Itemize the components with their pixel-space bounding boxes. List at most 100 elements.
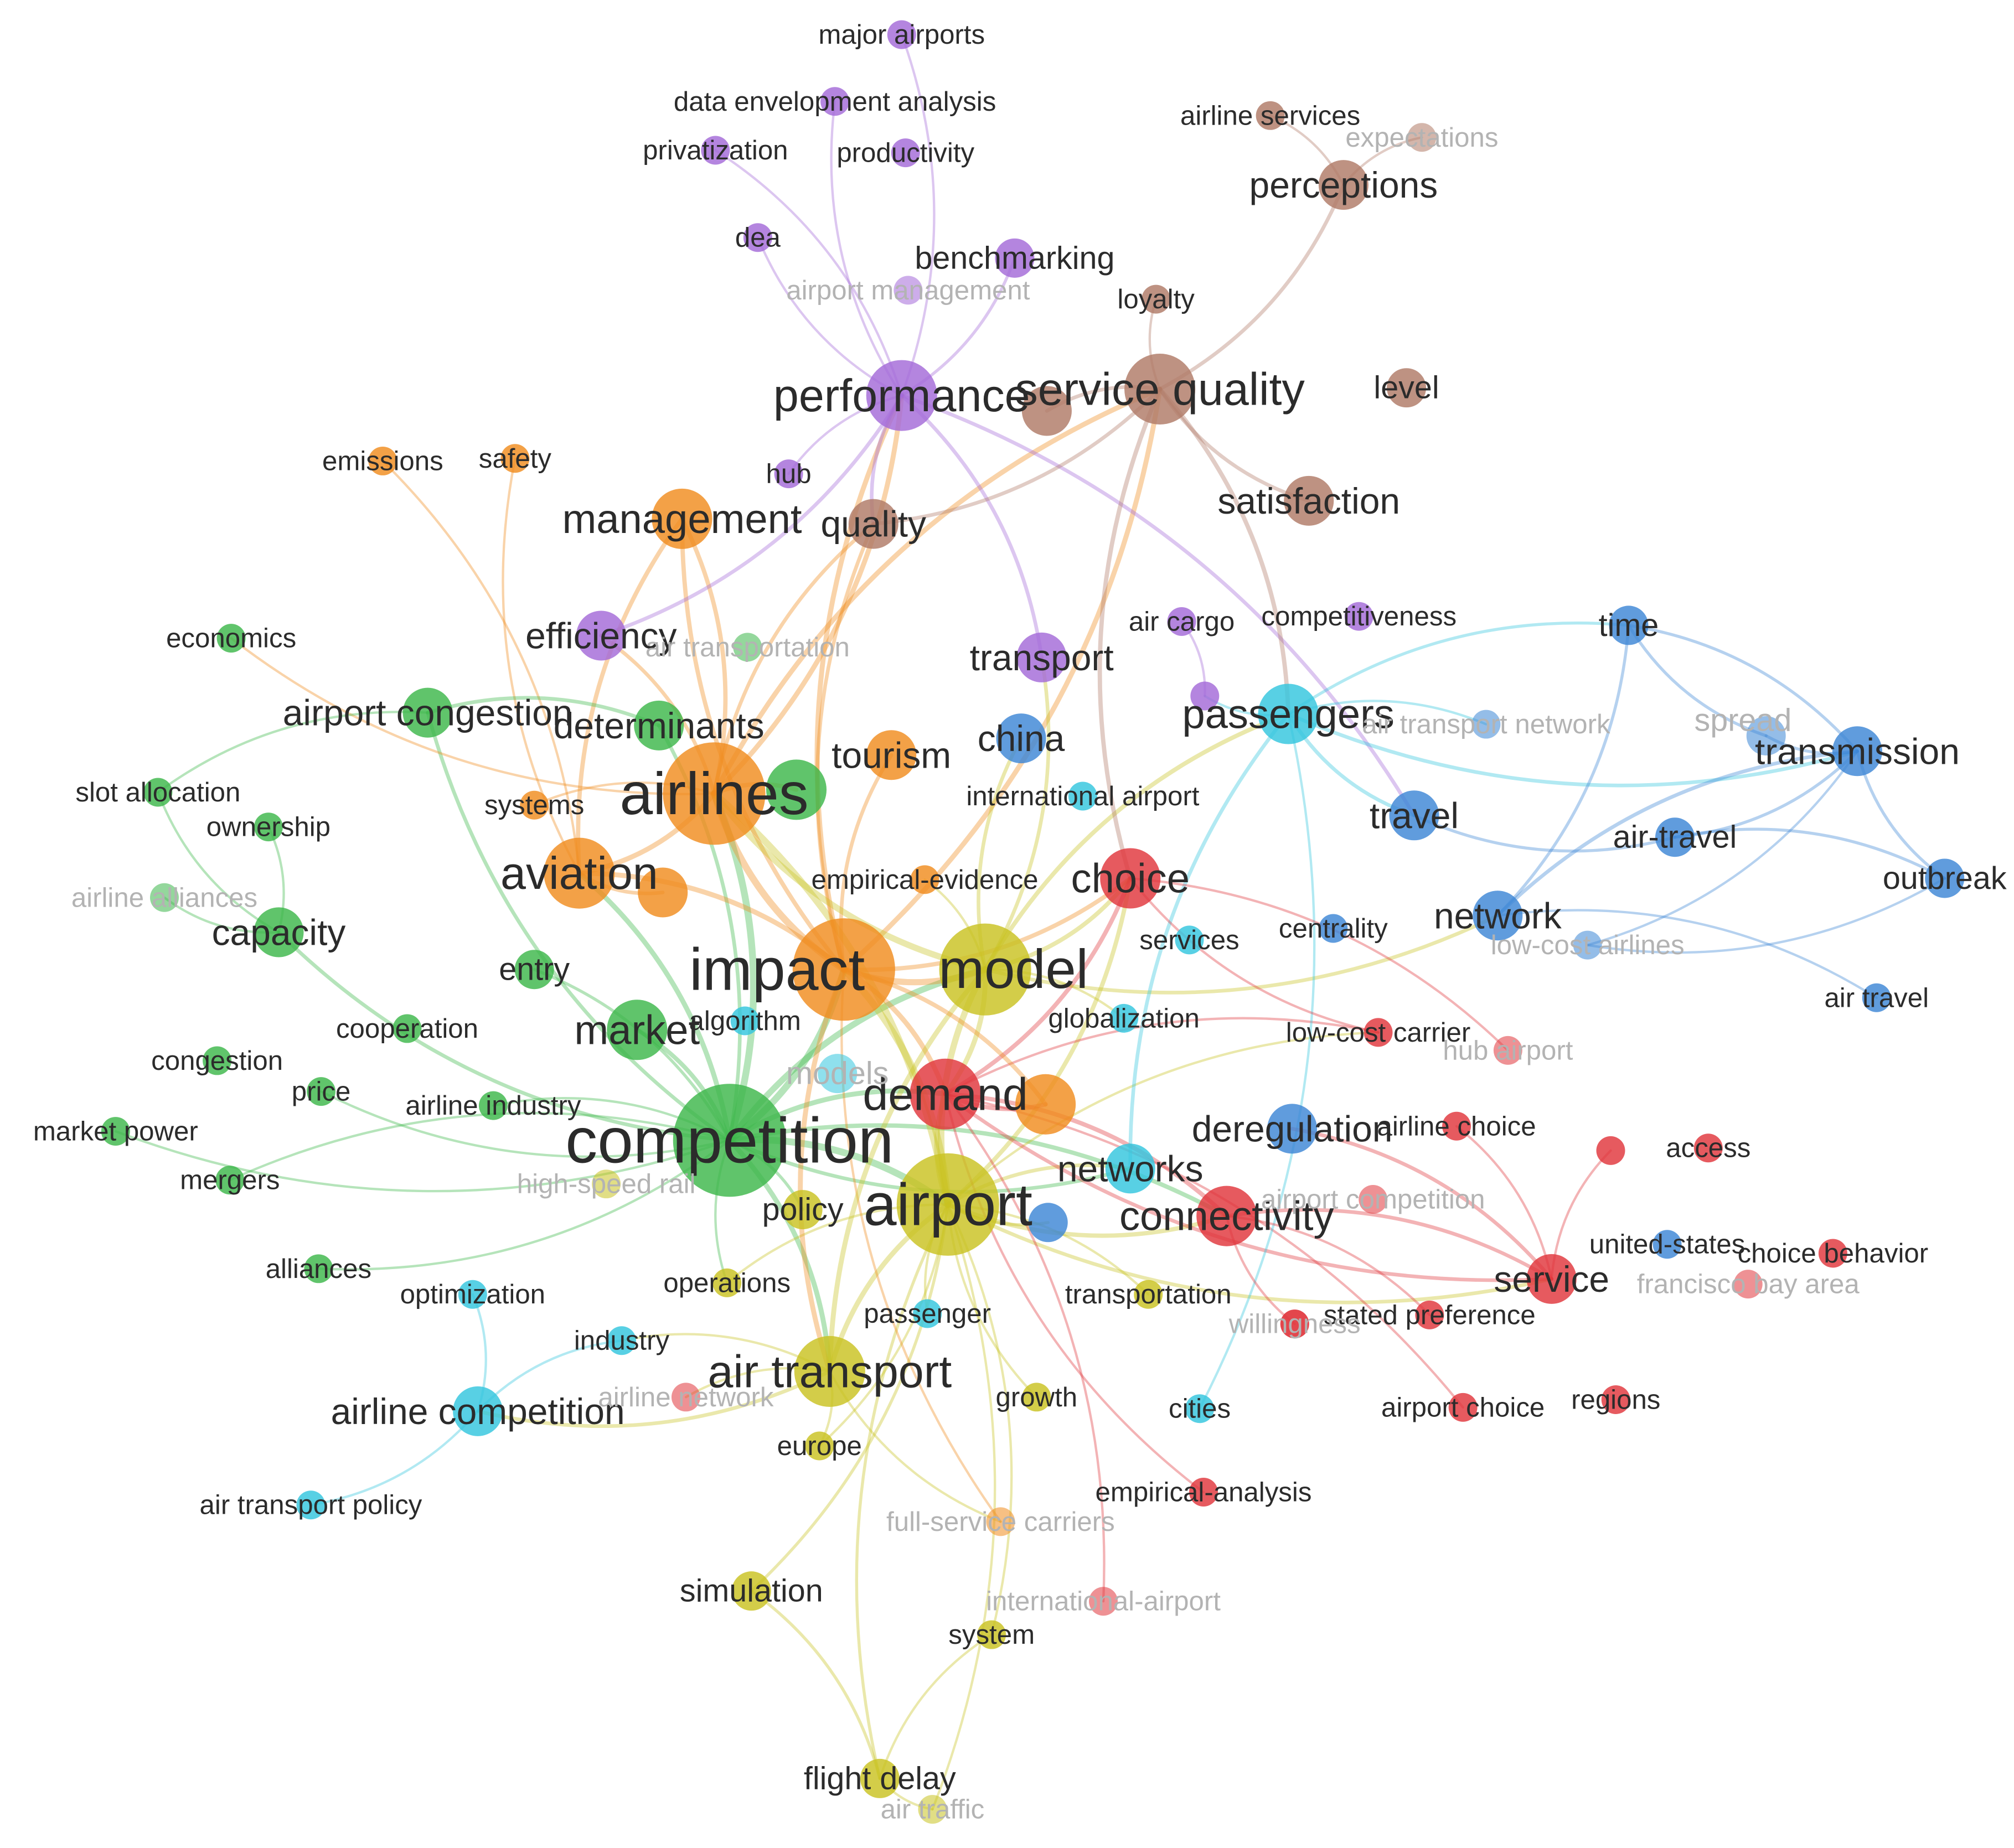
node-time[interactable] bbox=[1609, 605, 1649, 645]
node-international-airport[interactable] bbox=[1068, 781, 1097, 811]
node-management[interactable] bbox=[652, 488, 712, 549]
node-transport[interactable] bbox=[1016, 632, 1067, 682]
node-satisfaction[interactable] bbox=[1284, 475, 1334, 526]
node-productivity[interactable] bbox=[891, 138, 920, 168]
node-passengers[interactable] bbox=[1258, 684, 1319, 744]
node-determinants[interactable] bbox=[634, 700, 684, 750]
node-economics[interactable] bbox=[216, 624, 246, 653]
node-air-transport-policy[interactable] bbox=[296, 1490, 326, 1520]
node-level[interactable] bbox=[1387, 368, 1427, 408]
node-u-cargo[interactable] bbox=[1190, 681, 1220, 711]
node-airline-alliances[interactable] bbox=[149, 883, 179, 912]
node-empirical-evidence[interactable] bbox=[910, 865, 939, 894]
node-low-cost-airlines[interactable] bbox=[1573, 930, 1602, 960]
node-data-envelopment-analysis[interactable] bbox=[820, 87, 850, 116]
node-air-transport-network[interactable] bbox=[1471, 710, 1501, 739]
node-travel[interactable] bbox=[1389, 790, 1439, 841]
node-connectivity[interactable] bbox=[1196, 1186, 1257, 1246]
node-services[interactable] bbox=[1175, 925, 1204, 955]
node-transmission[interactable] bbox=[1832, 726, 1882, 777]
node-efficiency[interactable] bbox=[576, 610, 626, 661]
node-model[interactable] bbox=[939, 923, 1031, 1016]
node-centrality[interactable] bbox=[1319, 914, 1348, 943]
node-simulation[interactable] bbox=[731, 1571, 771, 1611]
node-flight-delay[interactable] bbox=[860, 1758, 900, 1798]
node-europe[interactable] bbox=[805, 1431, 834, 1461]
node-air-cargo[interactable] bbox=[1167, 607, 1196, 636]
node-optimization[interactable] bbox=[458, 1280, 487, 1309]
node-performance[interactable] bbox=[866, 360, 937, 431]
node-full-service-carriers[interactable] bbox=[986, 1507, 1015, 1536]
node-systems[interactable] bbox=[520, 790, 549, 820]
node-passenger[interactable] bbox=[913, 1299, 942, 1328]
node-entry[interactable] bbox=[514, 950, 554, 990]
node-operations[interactable] bbox=[712, 1268, 742, 1297]
node-san-francisco-bay-area[interactable] bbox=[1733, 1270, 1763, 1299]
node-air-travel-1[interactable] bbox=[1655, 817, 1695, 857]
node-hub-airport[interactable] bbox=[1493, 1036, 1522, 1065]
node-major-airports[interactable] bbox=[887, 20, 916, 49]
node-u-aviation[interactable] bbox=[638, 867, 688, 918]
node-stated-preference[interactable] bbox=[1415, 1300, 1444, 1329]
node-algorithm[interactable] bbox=[730, 1006, 760, 1036]
node-safety[interactable] bbox=[500, 444, 530, 473]
node-transportation[interactable] bbox=[1134, 1280, 1163, 1309]
node-loyalty[interactable] bbox=[1142, 284, 1171, 314]
node-united-states[interactable] bbox=[1652, 1230, 1682, 1259]
node-emissions[interactable] bbox=[368, 446, 397, 475]
node-growth[interactable] bbox=[1022, 1383, 1051, 1412]
node-choice-behavior[interactable] bbox=[1818, 1239, 1847, 1268]
node-regions[interactable] bbox=[1601, 1385, 1630, 1414]
node-benchmarking[interactable] bbox=[995, 238, 1035, 278]
node-models[interactable] bbox=[818, 1054, 858, 1094]
node-airline-network[interactable] bbox=[671, 1383, 700, 1412]
node-air-traffic[interactable] bbox=[918, 1795, 947, 1824]
node-airport-congestion[interactable] bbox=[402, 687, 453, 738]
node-capacity[interactable] bbox=[254, 907, 304, 957]
node-airline-industry[interactable] bbox=[478, 1091, 508, 1120]
node-perceptions[interactable] bbox=[1318, 160, 1369, 210]
node-aviation[interactable] bbox=[544, 837, 615, 909]
node-demand[interactable] bbox=[910, 1058, 981, 1130]
node-u-demand[interactable] bbox=[1015, 1074, 1076, 1135]
node-airport-choice[interactable] bbox=[1448, 1393, 1478, 1422]
node-u-quality[interactable] bbox=[1021, 386, 1072, 436]
node-ownership[interactable] bbox=[254, 812, 283, 842]
node-congestion[interactable] bbox=[203, 1046, 232, 1075]
node-high-speed-rail[interactable] bbox=[592, 1169, 621, 1199]
node-empirical-analysis[interactable] bbox=[1189, 1478, 1218, 1507]
node-system[interactable] bbox=[977, 1620, 1006, 1649]
node-u-stated[interactable] bbox=[1280, 1309, 1309, 1339]
node-cities[interactable] bbox=[1185, 1394, 1215, 1423]
node-airline-choice[interactable] bbox=[1442, 1111, 1471, 1141]
node-privatization[interactable] bbox=[701, 136, 730, 165]
node-alliances[interactable] bbox=[304, 1254, 333, 1283]
node-air-transportation[interactable] bbox=[733, 633, 762, 662]
node-slot-allocation[interactable] bbox=[143, 778, 173, 807]
node-price[interactable] bbox=[307, 1077, 336, 1106]
node-international-airport-2[interactable] bbox=[1089, 1587, 1118, 1616]
node-outbreak[interactable] bbox=[1925, 858, 1965, 898]
node-networks[interactable] bbox=[1105, 1143, 1155, 1194]
node-dea[interactable] bbox=[743, 223, 772, 252]
node-service-quality[interactable] bbox=[1124, 353, 1196, 425]
node-market[interactable] bbox=[607, 1000, 668, 1060]
node-low-cost-carrier[interactable] bbox=[1364, 1018, 1393, 1047]
node-air-transport[interactable] bbox=[794, 1335, 865, 1407]
node-network[interactable] bbox=[1473, 891, 1523, 941]
node-access[interactable] bbox=[1693, 1133, 1723, 1163]
node-airport-management[interactable] bbox=[894, 276, 923, 305]
node-u-airlines[interactable] bbox=[766, 759, 827, 820]
node-deregulation[interactable] bbox=[1267, 1104, 1318, 1154]
node-tourism[interactable] bbox=[866, 730, 917, 780]
node-competition[interactable] bbox=[673, 1084, 786, 1197]
node-impact[interactable] bbox=[792, 918, 895, 1021]
node-airport-competition[interactable] bbox=[1359, 1185, 1388, 1214]
node-air-travel-2[interactable] bbox=[1862, 983, 1891, 1012]
node-cooperation[interactable] bbox=[393, 1014, 422, 1043]
node-industry[interactable] bbox=[607, 1326, 636, 1355]
node-mergers[interactable] bbox=[215, 1166, 245, 1195]
node-globalization[interactable] bbox=[1109, 1003, 1139, 1033]
node-market-power[interactable] bbox=[101, 1117, 130, 1146]
node-expectations[interactable] bbox=[1407, 123, 1437, 152]
